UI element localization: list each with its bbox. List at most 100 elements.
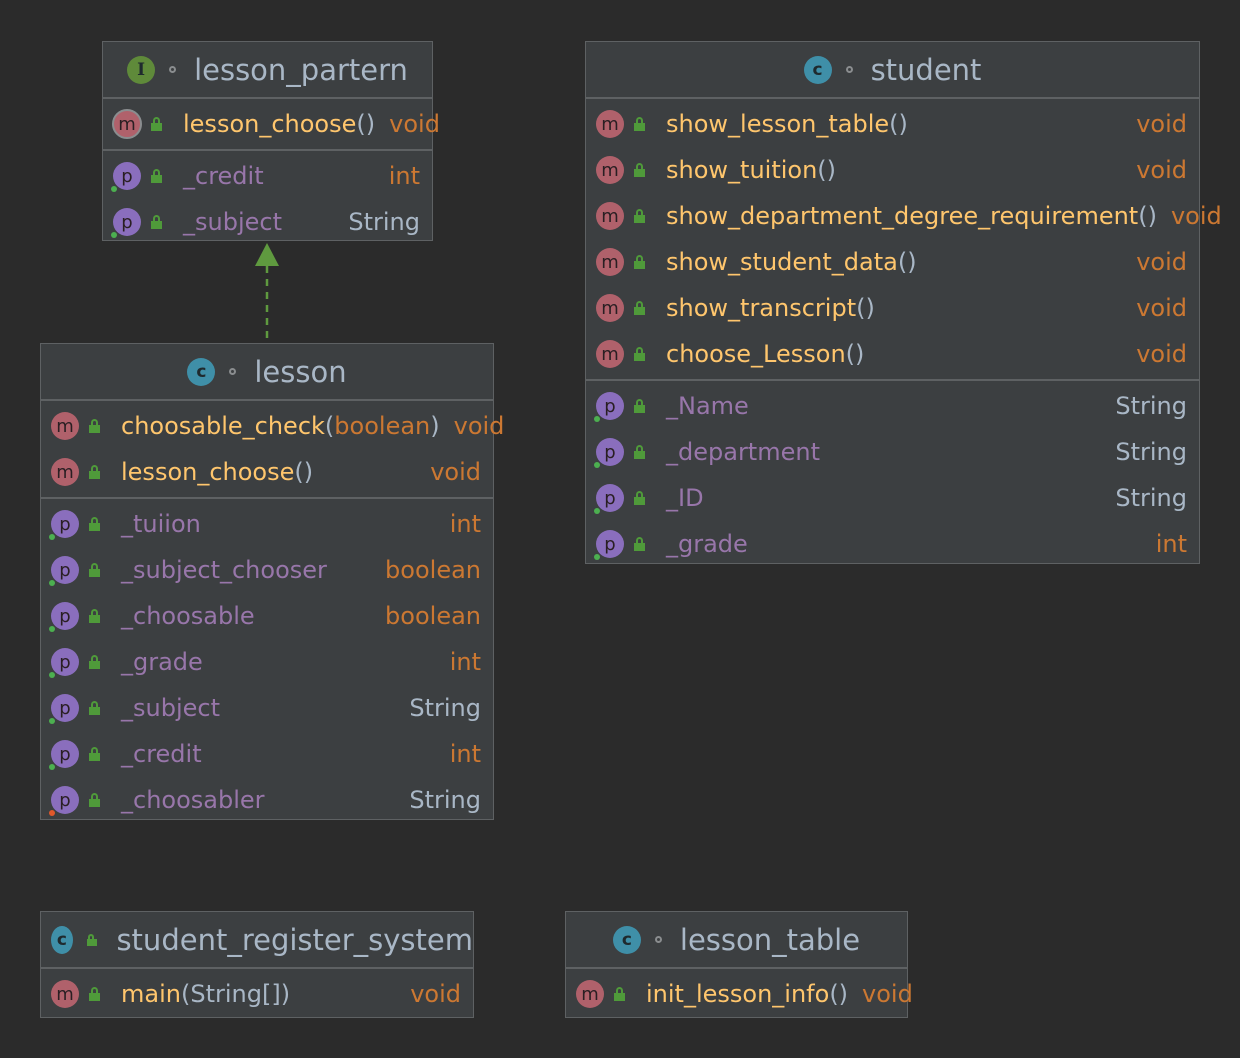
public-lock-icon <box>89 747 101 761</box>
public-lock-icon <box>89 465 101 479</box>
public-lock-icon <box>634 301 646 315</box>
method-icon: m <box>596 202 624 230</box>
public-lock-icon <box>151 169 163 183</box>
public-lock-icon <box>89 655 101 669</box>
methods-section: m choosable_check(boolean) void m lesson… <box>41 401 504 499</box>
property-icon: p <box>594 438 624 468</box>
class-student[interactable]: c student m show_lesson_table() void m s… <box>585 41 1222 564</box>
method-row[interactable]: m show_tuition() void <box>586 147 1199 193</box>
method-return-type: void <box>430 458 481 486</box>
property-icon: p <box>594 484 624 514</box>
method-return-type: void <box>1136 156 1187 184</box>
method-paren: () <box>845 340 865 368</box>
public-lock-icon <box>634 347 646 361</box>
method-row[interactable]: m lesson_choose() void <box>103 101 440 147</box>
method-return-type: void <box>1170 202 1222 230</box>
field-row[interactable]: p _subject String <box>41 685 493 731</box>
class-icon: c <box>803 55 832 84</box>
method-row[interactable]: m lesson_choose() void <box>41 449 493 495</box>
field-row[interactable]: p _grade int <box>41 639 493 685</box>
class-lesson-partern[interactable]: I lesson_partern m lesson_choose() void … <box>102 41 440 241</box>
property-icon: p <box>594 530 624 560</box>
method-paren: () <box>856 294 875 322</box>
method-paren: () <box>829 980 849 1008</box>
field-row[interactable]: p _ID String <box>586 475 1199 521</box>
field-name: _grade <box>666 530 748 558</box>
method-row[interactable]: m choose_Lesson() void <box>586 331 1199 377</box>
field-type: int <box>388 162 420 190</box>
field-name: _subject_chooser <box>121 556 327 584</box>
method-name: choose_Lesson <box>666 340 846 368</box>
field-name: _department <box>666 438 820 466</box>
public-lock-icon <box>89 563 101 577</box>
property-icon: p <box>49 602 79 632</box>
class-title: student_register_system <box>116 922 473 957</box>
field-name: _choosabler <box>121 786 265 814</box>
field-type: int <box>1155 530 1187 558</box>
property-icon: p <box>111 208 141 238</box>
method-paren-open: ( <box>356 110 366 138</box>
method-row[interactable]: m init_lesson_info() void <box>566 971 913 1017</box>
method-paren-open: ( <box>180 980 191 1008</box>
field-name: _subject <box>183 208 282 236</box>
field-type: String <box>409 694 481 722</box>
class-header: c lesson_table <box>566 912 907 969</box>
method-paren-close: ) <box>430 412 440 440</box>
method-row[interactable]: m choosable_check(boolean) void <box>41 403 504 449</box>
field-row[interactable]: p _tuiion int <box>41 501 493 547</box>
method-row[interactable]: m show_department_degree_requirement() v… <box>586 193 1222 239</box>
field-row[interactable]: p _subject String <box>103 199 432 245</box>
field-type: int <box>449 510 481 538</box>
method-row[interactable]: m main(String[]) void <box>41 971 473 1017</box>
class-title: student <box>870 52 982 87</box>
field-type: boolean <box>385 602 481 630</box>
method-name: init_lesson_info <box>646 980 830 1008</box>
method-name: main <box>121 980 181 1008</box>
static-method-icon: m <box>51 980 79 1008</box>
field-type: boolean <box>385 556 481 584</box>
method-paren-close: ) <box>280 980 291 1008</box>
property-icon: p <box>49 556 79 586</box>
method-row[interactable]: m show_student_data() void <box>586 239 1199 285</box>
class-student-register-system[interactable]: c student_register_system m main(String[… <box>40 911 474 1018</box>
method-paren: () <box>294 458 314 486</box>
method-return-type: void <box>1136 340 1187 368</box>
methods-section: m lesson_choose() void <box>103 99 440 151</box>
public-lock-icon <box>151 215 163 229</box>
field-name: _tuiion <box>121 510 201 538</box>
abstract-method-icon: m <box>112 109 142 139</box>
field-row[interactable]: p _grade int <box>586 521 1199 567</box>
method-return-type: void <box>1136 110 1187 138</box>
field-row[interactable]: p _credit int <box>103 153 432 199</box>
method-icon: m <box>596 340 624 368</box>
property-icon: p <box>49 786 79 816</box>
field-row[interactable]: p _choosabler String <box>41 777 493 823</box>
property-icon: p <box>49 648 79 678</box>
field-row[interactable]: p _credit int <box>41 731 493 777</box>
public-lock-icon <box>89 609 101 623</box>
field-row[interactable]: p _subject_chooser boolean <box>41 547 493 593</box>
methods-section: m main(String[]) void <box>41 969 473 1019</box>
field-row[interactable]: p _Name String <box>586 383 1199 429</box>
field-name: _credit <box>183 162 264 190</box>
field-type: String <box>1115 484 1187 512</box>
class-icon: c <box>187 357 216 386</box>
method-paren: () <box>1138 202 1157 230</box>
class-lesson[interactable]: c lesson m choosable_check(boolean) void… <box>40 343 504 823</box>
field-type: int <box>449 648 481 676</box>
method-row[interactable]: m show_lesson_table() void <box>586 101 1199 147</box>
field-row[interactable]: p _choosable boolean <box>41 593 493 639</box>
method-row[interactable]: m show_transcript() void <box>586 285 1199 331</box>
class-title: lesson <box>254 354 347 389</box>
fields-section: p _Name String p _department String p _I… <box>586 381 1199 569</box>
method-name: choosable_check <box>121 412 325 440</box>
field-name: _subject <box>121 694 220 722</box>
class-header: I lesson_partern <box>103 42 432 99</box>
method-return-type: void <box>1136 248 1187 276</box>
field-name: _ID <box>666 484 704 512</box>
method-paren-open: ( <box>324 412 335 440</box>
method-paren: () <box>897 248 917 276</box>
method-name: show_tuition <box>666 156 818 184</box>
class-lesson-table[interactable]: c lesson_table m init_lesson_info() void <box>565 911 913 1018</box>
field-row[interactable]: p _department String <box>586 429 1199 475</box>
